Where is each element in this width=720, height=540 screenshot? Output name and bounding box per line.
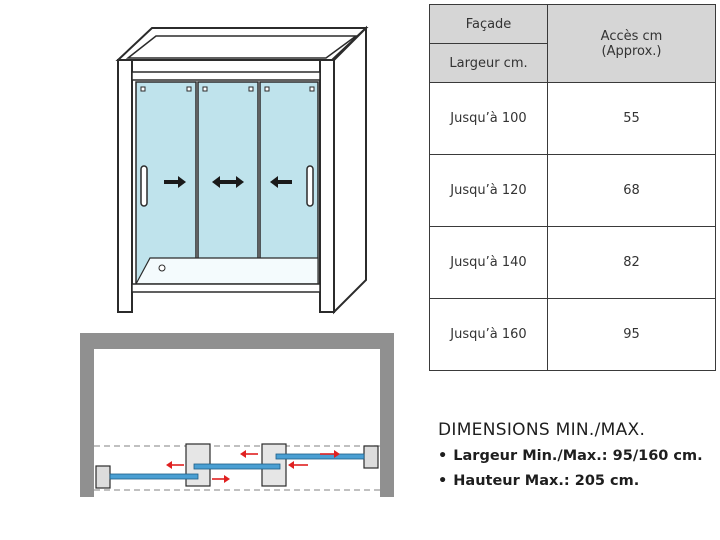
width-header: Largeur cm. — [429, 43, 548, 83]
access-table: Façade Accès cm (Approx.) Largeur cm. Ju… — [429, 4, 716, 371]
facade-cell: Jusqu’à 140 — [429, 226, 548, 299]
shower-enclosure-drawing — [115, 25, 369, 315]
access-header-line1: Accès cm — [600, 28, 663, 44]
dimensions-title: DIMENSIONS MIN./MAX. — [438, 420, 646, 440]
table-row: Jusqu’à 140 82 — [429, 226, 716, 299]
height-dimension: Hauteur Max.: 205 cm. — [438, 473, 703, 489]
access-cell: 68 — [547, 154, 716, 227]
top-view-diagram — [80, 333, 394, 497]
table-row: Jusqu’à 120 68 — [429, 154, 716, 227]
table-row: Jusqu’à 160 95 — [429, 298, 716, 371]
access-header: Accès cm (Approx.) — [547, 4, 716, 83]
access-header-line2: (Approx.) — [601, 43, 662, 59]
facade-cell: Jusqu’à 100 — [429, 82, 548, 155]
facade-header: Façade — [429, 4, 548, 44]
dimensions-section: DIMENSIONS MIN./MAX. Largeur Min./Max.: … — [438, 420, 703, 498]
shower-illustrations — [80, 25, 394, 497]
facade-cell: Jusqu’à 160 — [429, 298, 548, 371]
facade-cell: Jusqu’à 120 — [429, 154, 548, 227]
dimensions-list: Largeur Min./Max.: 95/160 cm. Hauteur Ma… — [438, 448, 703, 489]
width-dimension: Largeur Min./Max.: 95/160 cm. — [438, 448, 702, 464]
access-cell: 55 — [547, 82, 716, 155]
table-row: Jusqu’à 100 55 — [429, 82, 716, 155]
access-cell: 95 — [547, 298, 716, 371]
access-cell: 82 — [547, 226, 716, 299]
